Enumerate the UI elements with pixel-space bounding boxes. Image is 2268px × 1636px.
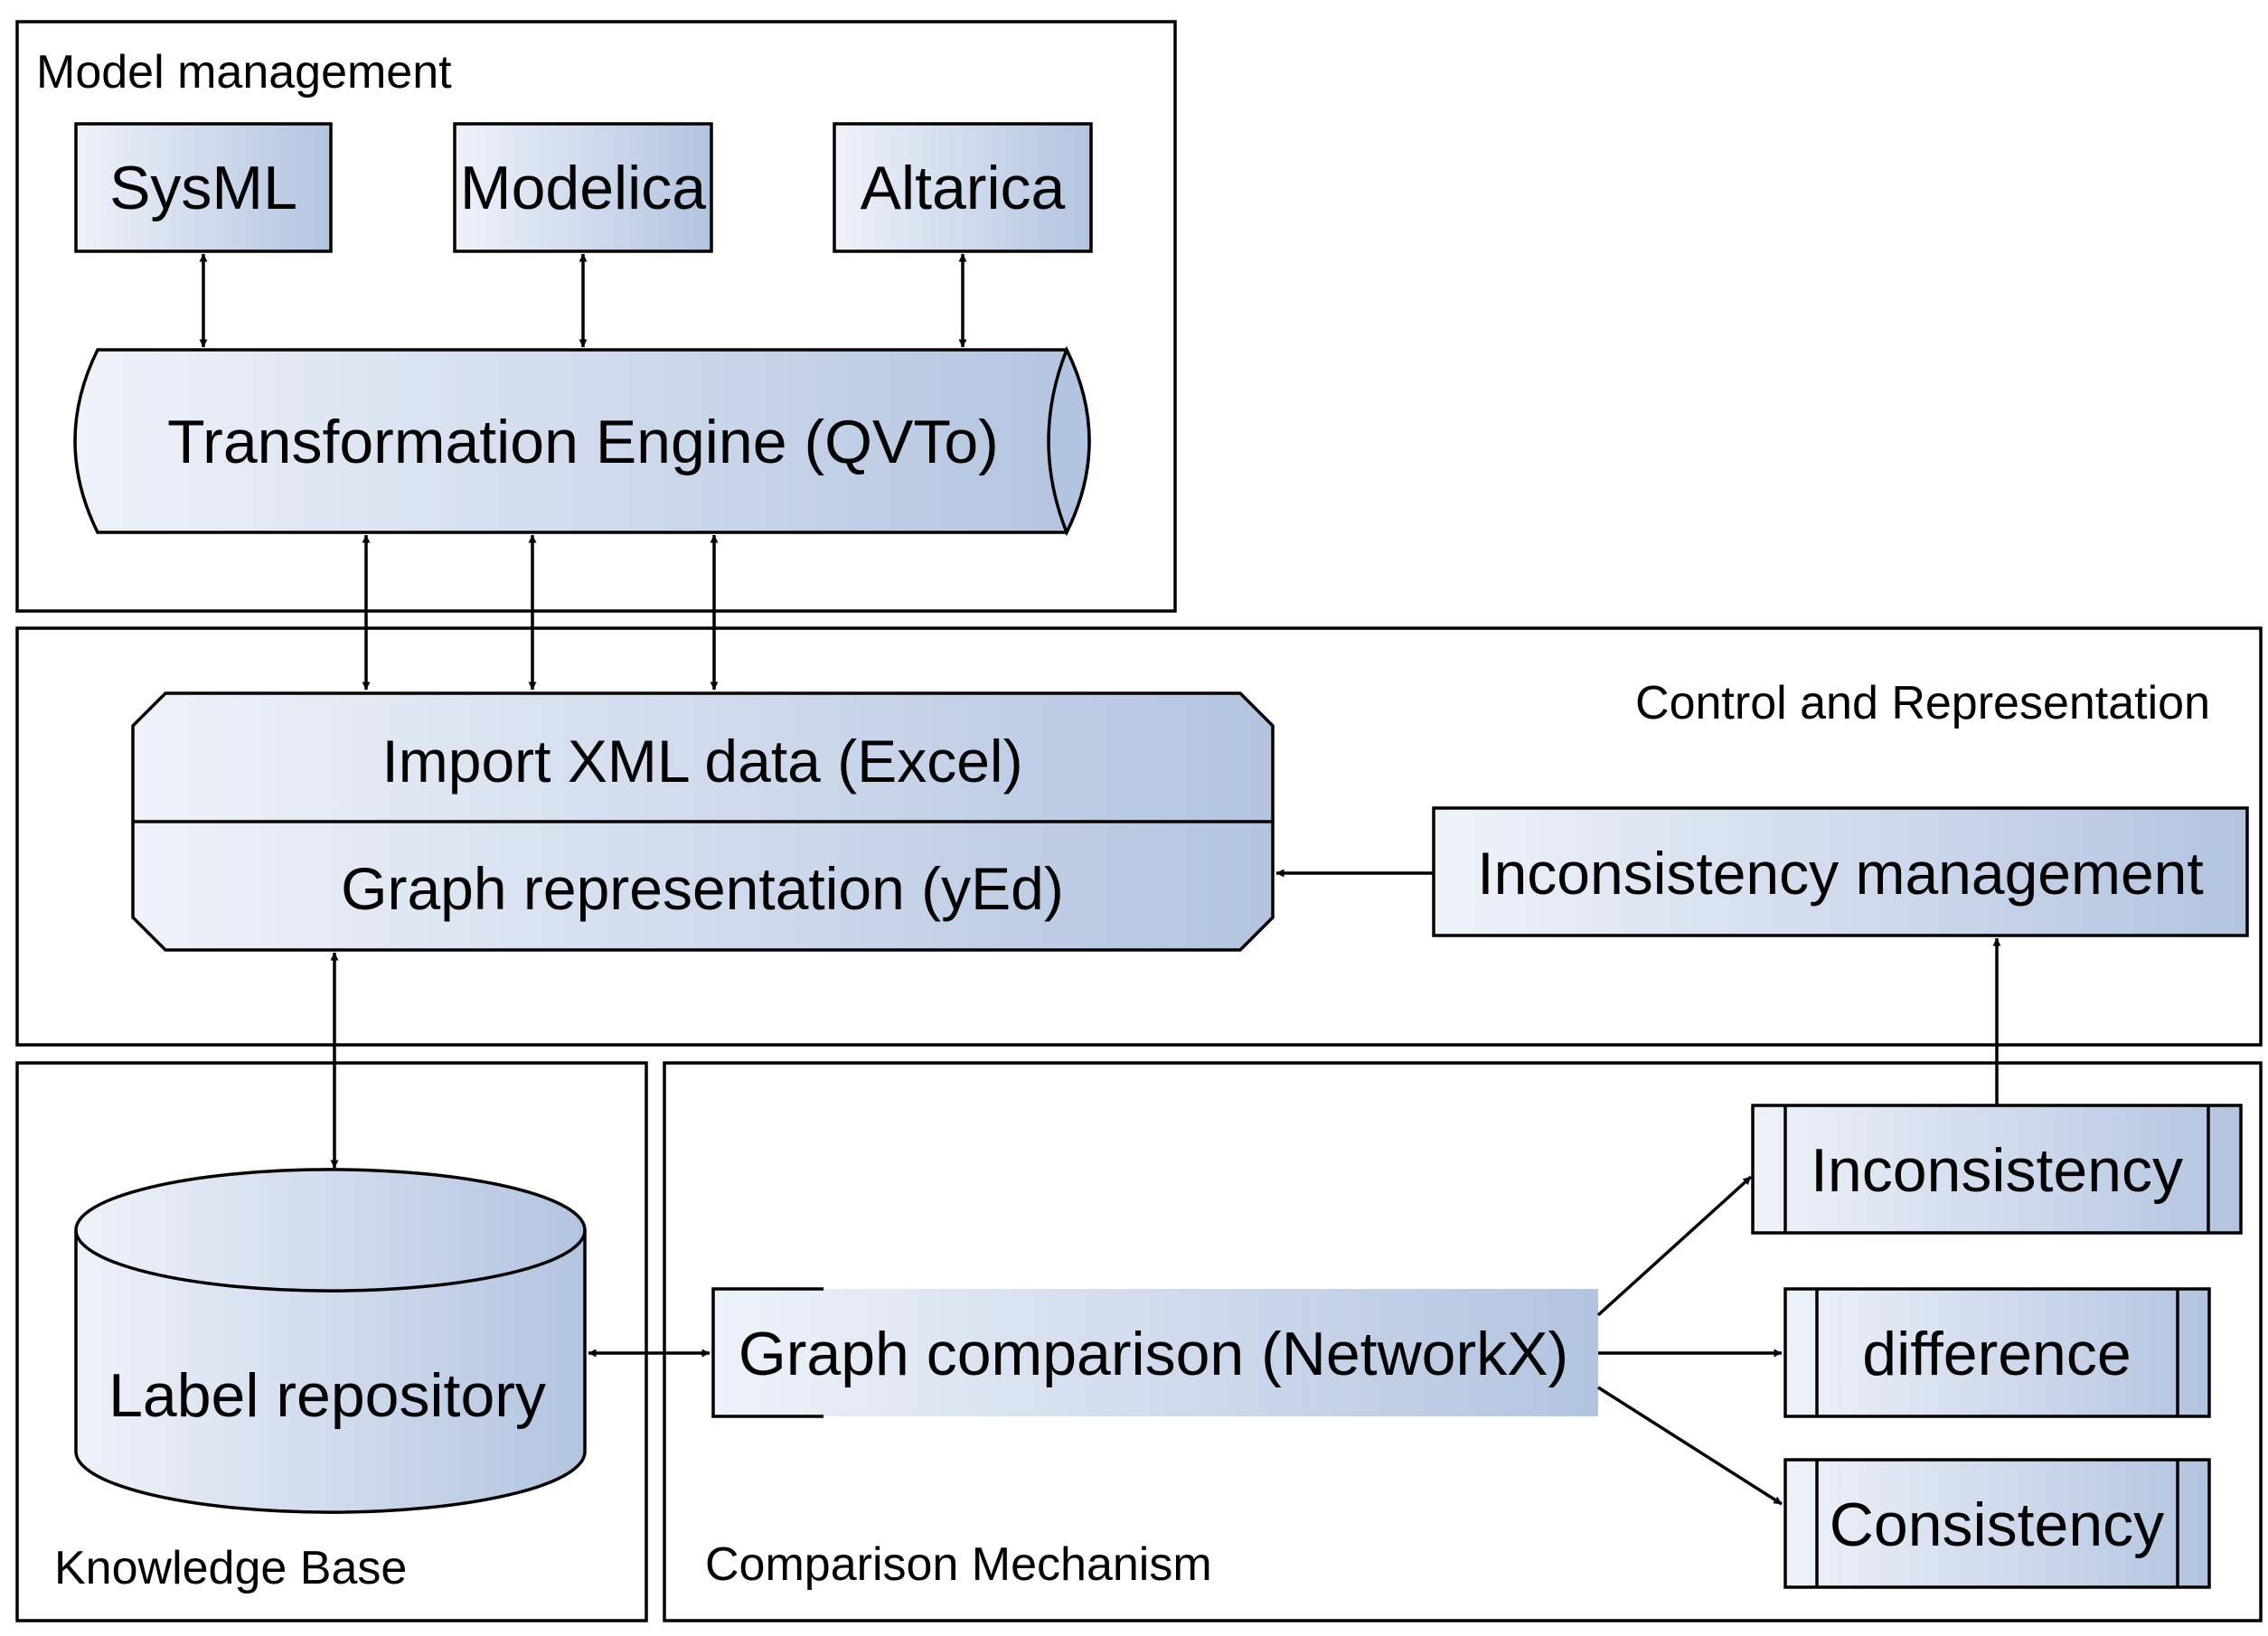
transformation-engine-end-cap <box>1047 345 1091 537</box>
label-repository-rim <box>74 1229 587 1293</box>
graph-comparison-label: Graph comparison (NetworkX) <box>739 1320 1568 1388</box>
sysml-node <box>74 122 333 253</box>
inconsistency-node <box>1751 1104 2243 1235</box>
graph-comparison-node <box>713 1289 1598 1416</box>
comparison-mechanism-title: Comparison Mechanism <box>705 1538 1212 1591</box>
comparison-consistency-connector <box>1597 1386 1783 1506</box>
import-xml-label: Import XML data (Excel) <box>381 728 1022 794</box>
comparison-mechanism-frame <box>663 1061 2263 1622</box>
comparison-inconsistency-connector <box>1596 1175 1753 1317</box>
transformation-engine-label: Transformation Engine (QVTo) <box>167 408 999 476</box>
graph-representation-label: Graph representation (yEd) <box>341 855 1064 922</box>
difference-label: difference <box>1862 1320 2131 1388</box>
inconsistency-management-label: Inconsistency management <box>1477 840 2203 907</box>
label-repository-node <box>74 1168 587 1514</box>
model-management-title: Model management <box>36 46 452 99</box>
modelica-label: Modelica <box>460 154 706 222</box>
modelica-node <box>453 122 713 253</box>
consistency-label: Consistency <box>1830 1490 2164 1559</box>
difference-node <box>1783 1287 2211 1418</box>
model-management-frame <box>15 20 1177 613</box>
inconsistency-label: Inconsistency <box>1811 1136 2183 1205</box>
graph-comparison-bracket <box>711 1287 823 1418</box>
altarica-node <box>833 122 1093 253</box>
control-representation-frame <box>15 626 2263 1047</box>
control-representation-title: Control and Representation <box>1635 677 2210 729</box>
altarica-label: Altarica <box>861 154 1066 222</box>
label-repository-label: Label repository <box>108 1361 546 1430</box>
knowledge-base-title: Knowledge Base <box>54 1542 407 1594</box>
consistency-node <box>1783 1458 2211 1589</box>
sysml-label: SysML <box>109 154 297 222</box>
